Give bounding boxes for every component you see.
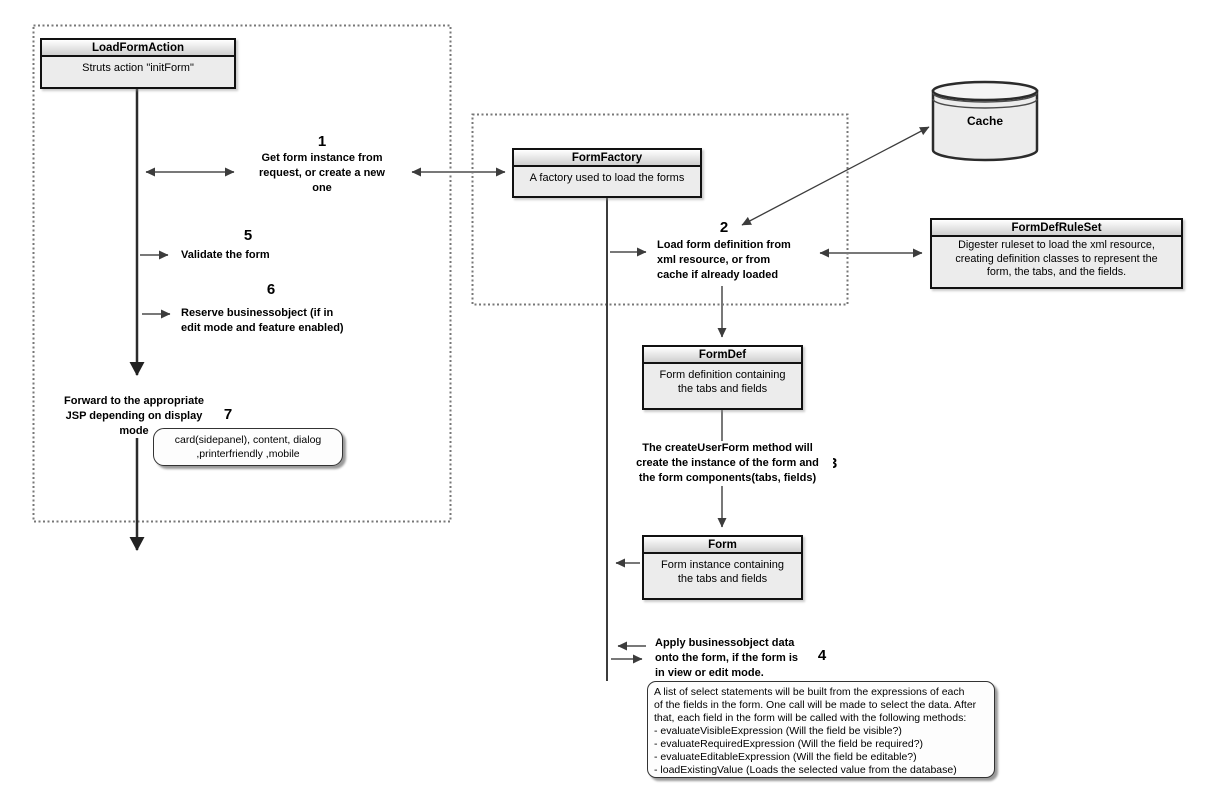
boundary-loadformaction (32, 24, 452, 523)
box-formfactory-title: FormFactory (514, 150, 700, 167)
step6-number: 6 (266, 281, 276, 298)
box-loadformaction-title: LoadFormAction (42, 40, 234, 57)
box-form-body-line1: Form instance containing (661, 559, 784, 571)
step5-number: 5 (243, 227, 253, 244)
cache-cylinder (931, 80, 1039, 162)
step1-number: 1 (317, 133, 327, 150)
note-line1: A list of select statements will be buil… (654, 686, 965, 698)
step7-line3: mode (119, 425, 149, 437)
step2-line1: Load form definition from (657, 239, 791, 251)
box-loadformaction: LoadFormAction Struts action "initForm" (40, 38, 236, 89)
step3-line2: create the instance of the form and (636, 457, 819, 469)
step1-line2: request, or create a new (259, 167, 385, 179)
box-formdef-body: Form definition containing the tabs and … (644, 364, 801, 396)
box-formdef-title: FormDef (644, 347, 801, 364)
step3-line1: The createUserForm method will (642, 442, 813, 454)
step7-line1: Forward to the appropriate (64, 395, 204, 407)
box-formfactory-body: A factory used to load the forms (529, 172, 685, 184)
step1-line1: Get form instance from (261, 152, 383, 164)
step4-line1: Apply businessobject data (655, 637, 795, 649)
step4-line3: in view or edit mode. (655, 667, 764, 679)
note-line2: of the fields in the form. One call will… (654, 699, 977, 711)
step6-line1: Reserve businessobject (if in (181, 307, 334, 319)
step5-text: Validate the form (181, 249, 270, 261)
step7-line2: JSP depending on display (65, 410, 203, 422)
step4-line2: onto the form, if the form is (655, 652, 798, 664)
box-formdefruleset-body-line2: creating definition classes to represent… (955, 252, 1158, 265)
jsp-modes-callout: card(sidepanel), content, dialog ,printe… (153, 428, 343, 466)
box-formdefruleset-body: Digester ruleset to load the xml resourc… (932, 237, 1181, 280)
note-line6: - evaluateEditableExpression (Will the f… (654, 751, 917, 763)
note-line4: - evaluateVisibleExpression (Will the fi… (654, 725, 902, 737)
step3-text: The createUserForm method will create th… (622, 441, 833, 486)
step6-line2: edit mode and feature enabled) (181, 322, 344, 334)
box-form-body: Form instance containing the tabs and fi… (644, 554, 801, 586)
box-formdef-body-line2: the tabs and fields (677, 383, 768, 395)
box-formdefruleset-body-line1: Digester ruleset to load the xml resourc… (958, 239, 1155, 251)
step7-number: 7 (223, 406, 233, 423)
select-statements-note: A list of select statements will be buil… (647, 681, 995, 778)
step2-line2: xml resource, or from (657, 254, 771, 266)
jsp-modes-line2: ,printerfriendly ,mobile (196, 448, 300, 460)
box-loadformaction-body: Struts action "initForm" (82, 62, 194, 74)
step4-number: 4 (817, 647, 827, 664)
note-line7: - loadExistingValue (Loads the selected … (654, 764, 957, 776)
step2-text: Load form definition from xml resource, … (657, 238, 791, 283)
jsp-modes-line1: card(sidepanel), content, dialog (174, 434, 322, 446)
step2-number: 2 (719, 219, 729, 236)
cache-label: Cache (966, 114, 1004, 128)
step1-text: Get form instance from request, or creat… (232, 151, 412, 196)
step6-text: Reserve businessobject (if in edit mode … (181, 306, 344, 336)
box-formdefruleset-body-line3: form, the tabs, and the fields. (986, 266, 1127, 278)
box-formdefruleset-title: FormDefRuleSet (932, 220, 1181, 237)
box-formfactory: FormFactory A factory used to load the f… (512, 148, 702, 198)
box-form: Form Form instance containing the tabs a… (642, 535, 803, 600)
step1-line3: one (312, 182, 332, 194)
box-formdef-body-line1: Form definition containing (659, 369, 786, 381)
box-form-title: Form (644, 537, 801, 554)
step3-line3: the form components(tabs, fields) (638, 472, 817, 484)
box-formdef: FormDef Form definition containing the t… (642, 345, 803, 410)
note-line3: that, each field in the form will be cal… (654, 712, 967, 724)
step3-number: 3 (828, 455, 838, 472)
box-formdefruleset: FormDefRuleSet Digester ruleset to load … (930, 218, 1183, 289)
note-line5: - evaluateRequiredExpression (Will the f… (654, 738, 924, 750)
arrow-cache (741, 126, 930, 226)
step2-line3: cache if already loaded (657, 269, 779, 281)
step4-text: Apply businessobject data onto the form,… (655, 636, 798, 681)
step7-text: Forward to the appropriate JSP depending… (48, 394, 220, 439)
box-form-body-line2: the tabs and fields (677, 573, 768, 585)
